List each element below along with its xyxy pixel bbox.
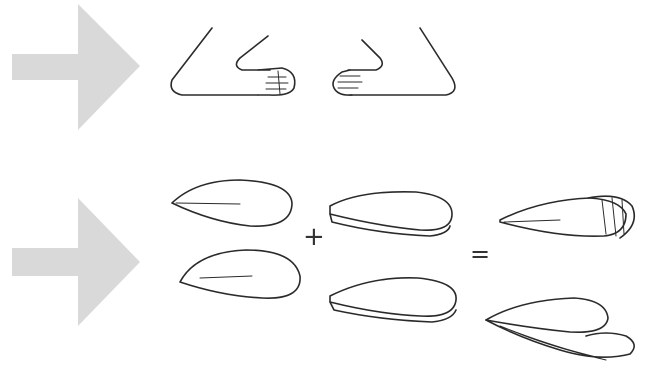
arrow-right-icon	[12, 198, 140, 326]
profile-sketch-right	[333, 28, 455, 95]
teardrop-sketch-1	[172, 180, 292, 226]
slab-sketch-1	[330, 192, 452, 236]
equals-sign: =	[470, 240, 490, 268]
plus-sign: +	[303, 222, 325, 252]
combined-sketch-1	[500, 196, 634, 238]
slab-sketch-2	[330, 278, 456, 322]
profile-sketch-left	[171, 28, 295, 95]
arrow-right-icon	[12, 4, 140, 130]
teardrop-sketch-2	[180, 250, 300, 298]
combined-sketch-2	[486, 298, 634, 360]
